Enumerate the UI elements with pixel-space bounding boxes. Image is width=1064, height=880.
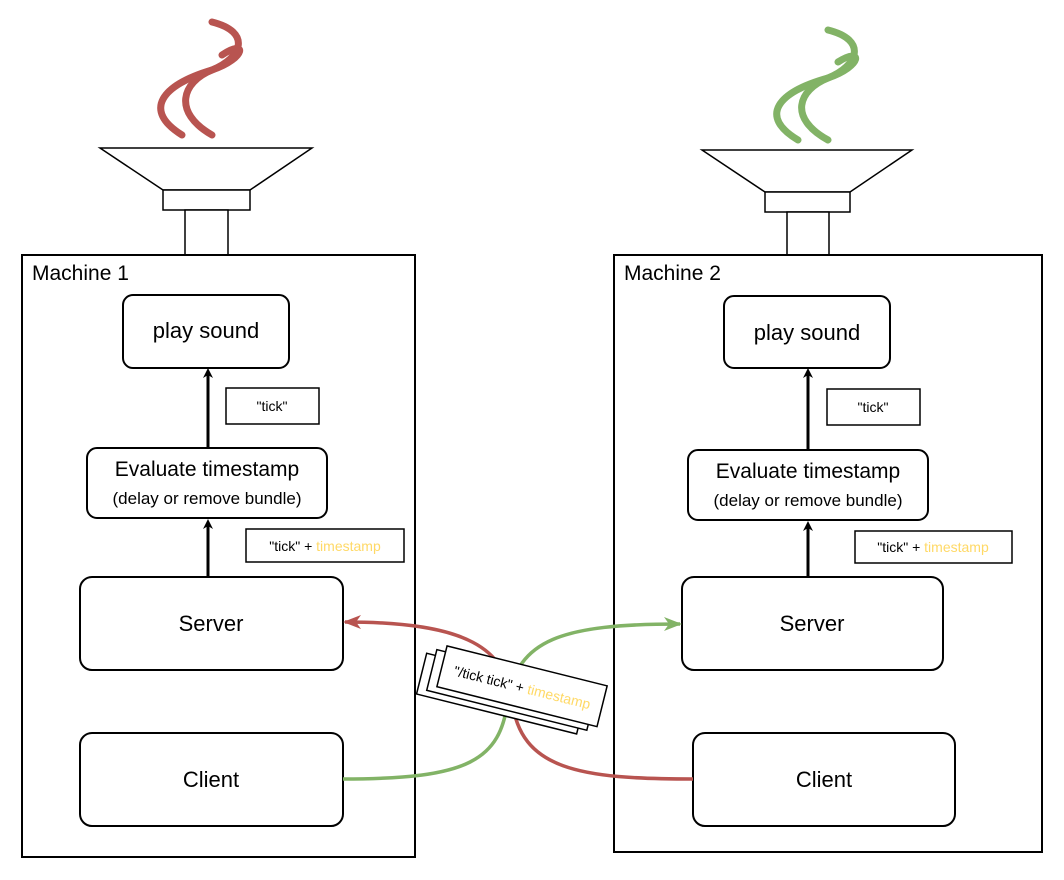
machine-2-frame — [613, 254, 1043, 853]
tick-ts-timestamp-2: timestamp — [924, 539, 989, 555]
machine-2: Machine 2 play sound "tick" Evaluate tim… — [613, 26, 1043, 853]
sound-wave-icon — [773, 26, 859, 144]
machine-1-label: Machine 1 — [32, 262, 129, 285]
evaluate-box-2 — [687, 449, 929, 521]
evaluate-title-1: Evaluate timestamp — [115, 458, 299, 481]
tick-label-box-1 — [225, 387, 320, 425]
tick-ts-label-1: "tick" + timestamp — [269, 538, 381, 554]
tick-ts-box-2 — [854, 530, 1013, 564]
tick-ts-label-2: "tick" + timestamp — [877, 539, 989, 555]
evaluate-sub-1: (delay or remove bundle) — [113, 489, 302, 508]
tick-ts-prefix-1: "tick" + — [269, 538, 316, 554]
play-sound-label-2: play sound — [754, 320, 860, 345]
machine-1-frame — [21, 254, 416, 858]
tick-label-2: "tick" — [858, 399, 889, 415]
evaluate-title-2: Evaluate timestamp — [716, 460, 900, 483]
server-label-2: Server — [780, 611, 845, 636]
evaluate-sub-2: (delay or remove bundle) — [714, 491, 903, 510]
machine-1: Machine 1 play sound "tick" Evaluate tim… — [21, 18, 416, 858]
tick-label-box-2 — [826, 388, 921, 426]
machine-2-label: Machine 2 — [624, 262, 721, 285]
server-label-1: Server — [179, 611, 244, 636]
tick-ts-box-1 — [245, 528, 405, 563]
server-box-2 — [681, 576, 944, 671]
tick-ts-timestamp-1: timestamp — [316, 538, 381, 554]
play-sound-label-1: play sound — [153, 318, 259, 343]
sound-wave-icon — [157, 18, 243, 139]
client-label-2: Client — [796, 767, 852, 792]
tick-label-1: "tick" — [257, 398, 288, 414]
evaluate-box-1 — [86, 447, 328, 519]
server-box-1 — [79, 576, 344, 671]
tick-ts-prefix-2: "tick" + — [877, 539, 924, 555]
speaker-icon — [97, 147, 315, 256]
client-label-1: Client — [183, 767, 239, 792]
speaker-icon — [699, 149, 915, 256]
message-stack-icon: "/tick tick" + timestamp — [415, 645, 609, 735]
